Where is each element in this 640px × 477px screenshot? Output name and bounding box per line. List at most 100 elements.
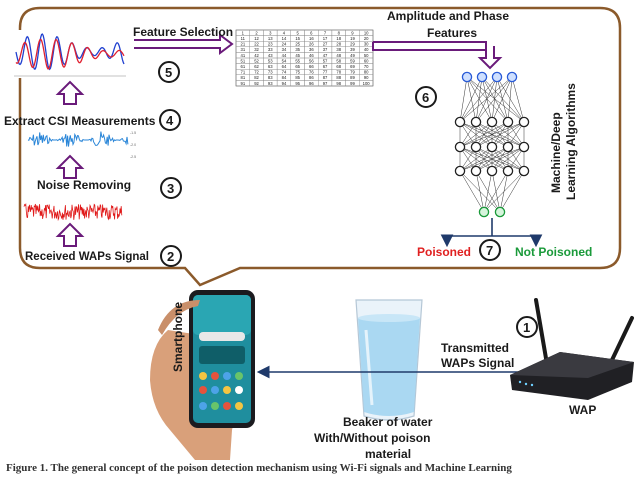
table-cell-value: 36 <box>309 47 314 52</box>
svg-text:2: 2 <box>167 249 174 264</box>
table-cell-value: 48 <box>336 53 341 58</box>
label-wap: WAP <box>569 403 596 417</box>
table-cell-value: 15 <box>295 36 300 41</box>
svg-text:-2.5: -2.5 <box>130 155 136 159</box>
hidden-node <box>502 141 514 153</box>
router <box>510 298 634 400</box>
nn-connection <box>475 76 513 123</box>
table-cell-value: 89 <box>350 75 355 80</box>
table-cell-value: 64 <box>282 64 287 69</box>
figure-caption: Figure 1. The general concept of the poi… <box>6 462 512 474</box>
step-3-badge: 3 <box>160 177 182 199</box>
hidden-node <box>518 141 530 153</box>
table-cell-value: 41 <box>241 53 246 58</box>
table-cell-value: 28 <box>336 42 341 47</box>
csi-waveform-plot: -1.5 -2.0 -2.5 <box>27 131 136 159</box>
label-material: material <box>365 447 411 461</box>
process-frame <box>18 6 622 287</box>
label-ml-1: Machine/Deep <box>549 112 563 193</box>
table-cell-value: 60 <box>364 58 369 63</box>
nn-connection <box>483 170 493 213</box>
table-cell-value: 54 <box>282 58 287 63</box>
nn-connection <box>475 170 485 213</box>
nn-connection <box>481 76 493 123</box>
table-cell-value: 55 <box>295 58 300 63</box>
table-cell-value: 92 <box>254 81 259 86</box>
input-node <box>491 71 503 83</box>
nn-connection <box>483 170 525 213</box>
table-cell-value: 30 <box>364 42 369 47</box>
table-cell-value: 75 <box>295 70 300 75</box>
nn-connection <box>459 170 485 213</box>
table-cell-value: 45 <box>295 53 300 58</box>
table-cell-value: 66 <box>309 64 314 69</box>
table-cell-value: 46 <box>309 53 314 58</box>
table-cell-value: 84 <box>282 75 287 80</box>
nn-connection <box>475 76 498 123</box>
up-arrow-icon <box>55 80 85 105</box>
table-cell-value: 74 <box>282 70 287 75</box>
table-cell-value: 34 <box>282 47 287 52</box>
table-cell-value: 2 <box>255 30 258 35</box>
label-smartphone: Smartphone <box>171 302 185 372</box>
table-cell-value: 12 <box>254 36 259 41</box>
label-ml-2: Learning Algorithms <box>564 83 578 200</box>
table-cell-value: 100 <box>363 81 371 86</box>
amplitude-phase-arrow <box>372 41 503 70</box>
nn-connection <box>459 121 509 148</box>
table-cell-value: 13 <box>268 36 273 41</box>
nn-connection <box>496 76 525 123</box>
smartphone-in-hand <box>150 290 255 460</box>
nn-connection <box>459 76 483 123</box>
label-noise-removing: Noise Removing <box>37 178 131 192</box>
table-cell-value: 96 <box>309 81 314 86</box>
table-cell-value: 81 <box>241 75 246 80</box>
step-7-badge: 7 <box>479 239 501 261</box>
label-received-signal: Received WAPs Signal <box>25 251 149 263</box>
table-cell-value: 99 <box>350 81 355 86</box>
table-cell-value: 71 <box>241 70 246 75</box>
nn-connection <box>459 121 525 148</box>
label-amplitude-phase: Amplitude and Phase <box>387 9 509 23</box>
table-cell-value: 78 <box>336 70 341 75</box>
table-cell-value: 23 <box>268 42 273 47</box>
svg-text:-1.5: -1.5 <box>130 131 136 135</box>
nn-connection <box>466 76 493 123</box>
table-cell-value: 16 <box>309 36 314 41</box>
hidden-node <box>518 116 530 128</box>
nn-connection <box>481 76 525 123</box>
nn-connection <box>459 146 493 172</box>
table-cell-value: 25 <box>295 42 300 47</box>
table-cell-value: 52 <box>254 58 259 63</box>
hidden-node <box>470 141 482 153</box>
step-1-badge: 1 <box>516 316 538 338</box>
table-cell-value: 88 <box>336 75 341 80</box>
nn-connection <box>507 76 513 123</box>
table-cell-value: 70 <box>364 64 369 69</box>
nn-connection <box>483 170 509 213</box>
table-cell-value: 33 <box>268 47 273 52</box>
csi-amplitude-plot <box>14 30 126 78</box>
table-cell-value: 26 <box>309 42 314 47</box>
table-cell-value: 67 <box>323 64 328 69</box>
svg-text:4: 4 <box>166 113 174 128</box>
table-cell-value: 29 <box>350 42 355 47</box>
table-cell-value: 91 <box>241 81 246 86</box>
table-cell-value: 24 <box>282 42 287 47</box>
svg-text:5: 5 <box>165 65 172 80</box>
table-cell-value: 44 <box>282 53 287 58</box>
nn-connection <box>511 76 525 123</box>
table-cell-value: 47 <box>323 53 328 58</box>
table-cell-value: 97 <box>323 81 328 86</box>
table-cell-value: 17 <box>323 36 328 41</box>
nn-connection <box>491 146 525 172</box>
table-cell-value: 72 <box>254 70 259 75</box>
table-cell-value: 43 <box>268 53 273 58</box>
nn-connection <box>475 76 483 123</box>
hidden-node <box>502 116 514 128</box>
table-cell-value: 40 <box>364 47 369 52</box>
nn-connection <box>459 121 493 148</box>
step-6-badge: 6 <box>415 86 437 108</box>
nn-connection <box>459 76 513 123</box>
